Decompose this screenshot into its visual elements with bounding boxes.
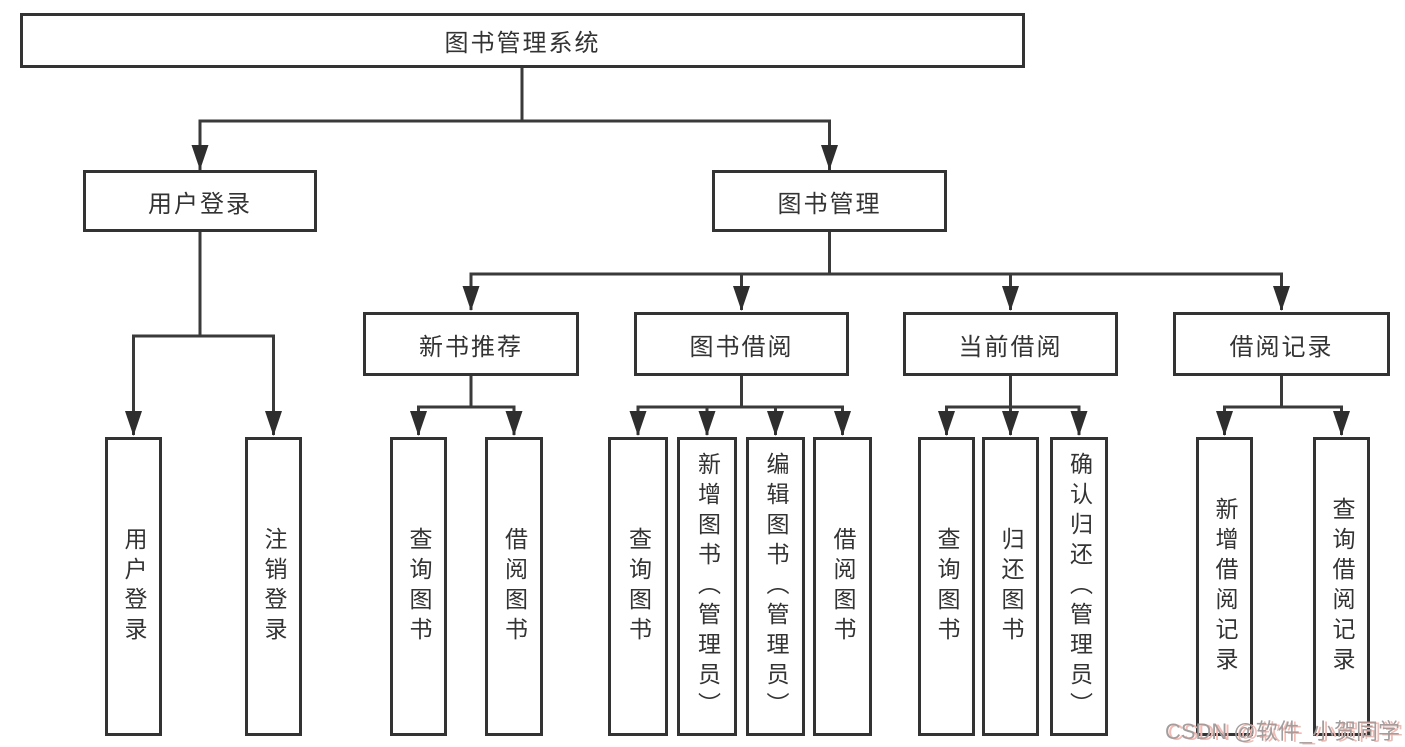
leaf-borrowing-edit-books-admin: 编辑图书（管理员） [746,437,805,736]
leaf-logout: 注销登录 [245,437,302,736]
leaf-borrowing-add-books-admin: 新增图书（管理员） [677,437,737,736]
leaf-borrowing-query-books-label: 查询图书 [625,526,652,647]
node-current-borrowing: 当前借阅 [903,312,1118,376]
leaf-current-query-books: 查询图书 [918,437,975,736]
leaf-logout-label: 注销登录 [261,526,287,647]
leaf-user-login: 用户登录 [105,437,162,736]
leaf-current-confirm-return-admin-label: 确认归还（管理员） [1066,451,1093,722]
leaf-recommend-borrow-books-label: 借阅图书 [501,526,528,647]
node-book-management: 图书管理 [712,170,947,232]
leaf-user-login-label: 用户登录 [121,526,147,647]
leaf-borrowing-edit-books-admin-label: 编辑图书（管理员） [763,451,789,722]
node-library-system: 图书管理系统 [20,13,1025,68]
leaf-records-add-record: 新增借阅记录 [1196,437,1253,736]
leaf-recommend-query-books: 查询图书 [390,437,447,736]
arrowheads [125,145,1350,436]
node-new-book-recommend: 新书推荐 [363,312,579,376]
watermark-text: CSDN @软件_小贺同学 [1164,719,1400,744]
leaf-borrowing-borrow-books-label: 借阅图书 [830,526,856,647]
leaf-borrowing-add-books-admin-label: 新增图书（管理员） [694,451,721,722]
leaf-recommend-query-books-label: 查询图书 [406,526,432,647]
leaf-records-query-record-label: 查询借阅记录 [1329,496,1355,677]
leaf-current-return-books-label: 归还图书 [998,526,1024,647]
node-book-borrowing: 图书借阅 [634,312,849,376]
leaf-recommend-borrow-books: 借阅图书 [485,437,543,736]
leaf-records-add-record-label: 新增借阅记录 [1212,496,1238,677]
leaf-records-query-record: 查询借阅记录 [1313,437,1370,736]
leaf-current-query-books-label: 查询图书 [934,526,960,647]
leaf-current-return-books: 归还图书 [982,437,1039,736]
leaf-borrowing-borrow-books: 借阅图书 [813,437,872,736]
node-user-login: 用户登录 [83,170,317,232]
leaf-current-confirm-return-admin: 确认归还（管理员） [1050,437,1108,736]
node-borrowing-records: 借阅记录 [1173,312,1390,376]
leaf-borrowing-query-books: 查询图书 [608,437,668,736]
